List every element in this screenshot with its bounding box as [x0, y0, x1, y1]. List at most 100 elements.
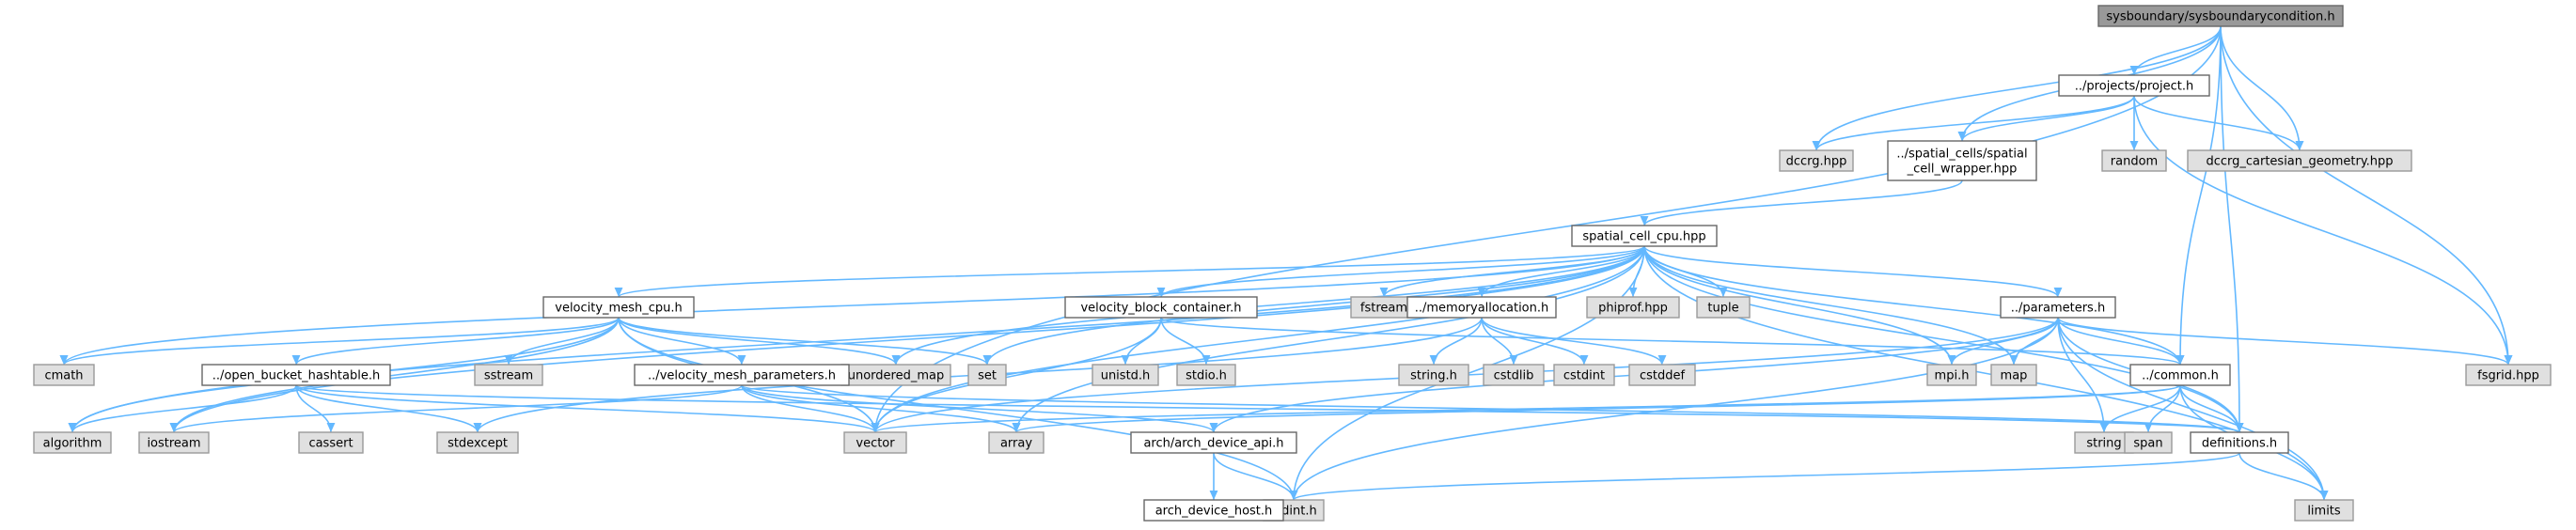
node-label: definitions.h [2202, 437, 2277, 451]
node-velocity-mesh-cpu-h[interactable]: velocity_mesh_cpu.h [542, 296, 695, 319]
edge-spatial-to-vmesh [614, 245, 1645, 298]
edge-params-to-mpi [1947, 317, 2059, 366]
edge-spatial-to-common [1643, 245, 2185, 366]
node-cmath[interactable]: cmath [33, 364, 95, 386]
node-box [988, 431, 1045, 454]
node-label: cassert [308, 437, 353, 451]
node-box [1628, 364, 1696, 386]
node-limits[interactable]: limits [2294, 499, 2354, 522]
edge-vblock-to-stdio [1160, 317, 1211, 366]
edge-vmp-to-archapi [741, 384, 1218, 433]
node-random[interactable]: random [2101, 149, 2167, 172]
node-dccrg-hpp[interactable]: dccrg.hpp [1779, 149, 1854, 172]
edge-vmesh-to-cmath [59, 317, 620, 366]
node-memoryallocation-h[interactable]: ../memoryallocation.h [1406, 296, 1557, 319]
node-iostream[interactable]: iostream [138, 431, 210, 454]
node-box [634, 364, 850, 386]
edge-wrapper-to-spatial [1640, 179, 1963, 226]
node-stdexcept[interactable]: stdexcept [436, 431, 519, 454]
node-definitions-h[interactable]: definitions.h [2190, 431, 2289, 454]
edge-vmesh-to-iostream [169, 317, 620, 433]
node-label: sstream [484, 369, 533, 383]
edge-obh-to-vector [295, 384, 880, 433]
node-fsgrid-hpp[interactable]: fsgrid.hpp [2465, 364, 2552, 386]
node-label: ../velocity_mesh_parameters.h [648, 369, 836, 383]
node-velocity-block-container-h[interactable]: velocity_block_container.h [1064, 296, 1258, 319]
node-string[interactable]: string [2074, 431, 2134, 454]
edge-spatial-to-mpi [1643, 245, 1956, 366]
node-unistd-h[interactable]: unistd.h [1092, 364, 1159, 386]
node-dccrg-cartesian-geometry-hpp[interactable]: dccrg_cartesian_geometry.hpp [2187, 149, 2412, 172]
node-algorithm[interactable]: algorithm [33, 431, 112, 454]
node-label: arch/arch_device_api.h [1143, 437, 1283, 451]
node-set[interactable]: set [967, 364, 1007, 386]
node-span[interactable]: span [2124, 431, 2173, 454]
node-parameters-h[interactable]: ../parameters.h [2000, 296, 2116, 319]
node-box [2058, 74, 2210, 97]
node-label: spatial_cell_cpu.hpp [1582, 230, 1705, 244]
node-string-h[interactable]: string.h [1398, 364, 1469, 386]
edge-root-to-common [2175, 25, 2222, 366]
node-label: sysboundary/sysboundarycondition.h [2106, 10, 2334, 24]
node-box [2101, 149, 2167, 172]
node-arch-arch-device-api-h[interactable]: arch/arch_device_api.h [1130, 431, 1297, 454]
node-velocity-mesh-parameters-h[interactable]: ../velocity_mesh_parameters.h [634, 364, 850, 386]
node-sstream[interactable]: sstream [474, 364, 543, 386]
node-box [1483, 364, 1545, 386]
node-cstdint[interactable]: cstdint [1553, 364, 1615, 386]
node-projects-project-h[interactable]: ../projects/project.h [2058, 74, 2210, 97]
node-box [2294, 499, 2354, 522]
edge-defs-to-stdinth [1289, 452, 2240, 501]
node-array[interactable]: array [988, 431, 1045, 454]
node-box [298, 431, 364, 454]
node-sysboundary-sysboundarycondition-h[interactable]: sysboundary/sysboundarycondition.h [2097, 5, 2344, 27]
node-label: stdexcept [448, 437, 508, 451]
node-phiprof-hpp[interactable]: phiprof.hpp [1586, 296, 1680, 319]
node-label: phiprof.hpp [1598, 302, 1668, 316]
node-box [1064, 296, 1258, 319]
node-vector[interactable]: vector [843, 431, 907, 454]
edge-root-to-dccrg_cart [2220, 25, 2304, 151]
node-arch-device-host-h[interactable]: arch_device_host.h [1143, 499, 1284, 522]
edge-vmesh-to-vmp [618, 317, 746, 366]
node-box [2000, 296, 2116, 319]
node-open-bucket-hashtable-h[interactable]: ../open_bucket_hashtable.h [201, 364, 391, 386]
node-label: string.h [1410, 369, 1457, 383]
node-cassert[interactable]: cassert [298, 431, 364, 454]
node-label: fstream [1360, 302, 1407, 316]
node-unordered-map[interactable]: unordered_map [840, 364, 951, 386]
edge-root-to-defs [2220, 25, 2244, 433]
node-mpi-h[interactable]: mpi.h [1926, 364, 1977, 386]
edge-common-to-array [1013, 384, 2181, 433]
edge-spatial-to-vblock [1156, 245, 1645, 298]
node-spatial-cell-cpu-hpp[interactable]: spatial_cell_cpu.hpp [1571, 225, 1718, 247]
node-box [436, 431, 519, 454]
node-box [201, 364, 391, 386]
node-stdio-h[interactable]: stdio.h [1176, 364, 1236, 386]
node-box [1176, 364, 1236, 386]
node-map[interactable]: map [1990, 364, 2037, 386]
edge-root-to-fsgrid [2220, 25, 2513, 366]
node-cstdlib[interactable]: cstdlib [1483, 364, 1545, 386]
node-box [2465, 364, 2552, 386]
node-fstream[interactable]: fstream [1350, 296, 1418, 319]
node-box [1926, 364, 1977, 386]
node-box [843, 431, 907, 454]
edge-vmp-to-vector [741, 384, 880, 433]
node-tuple[interactable]: tuple [1696, 296, 1751, 319]
node-common-h[interactable]: ../common.h [2129, 364, 2231, 386]
node-label: ../parameters.h [2011, 302, 2105, 316]
node-cstddef[interactable]: cstddef [1628, 364, 1696, 386]
edge-project-to-dccrg_cart [2133, 95, 2304, 151]
node-box [474, 364, 543, 386]
node-box [33, 364, 95, 386]
node-spatial-cells-spatial-cell-wrapper-hpp[interactable]: ../spatial_cells/spatial_cell_wrapper.hp… [1887, 140, 2037, 181]
node-box [138, 431, 210, 454]
node-label: map [2001, 369, 2028, 383]
edge-common-to-defs [2179, 384, 2244, 433]
edge-vblock-to-vector [871, 317, 1162, 433]
edge-common-to-string [2099, 384, 2181, 433]
node-label: stdio.h [1186, 369, 1227, 383]
node-label: _cell_wrapper.hpp [1907, 163, 2018, 177]
